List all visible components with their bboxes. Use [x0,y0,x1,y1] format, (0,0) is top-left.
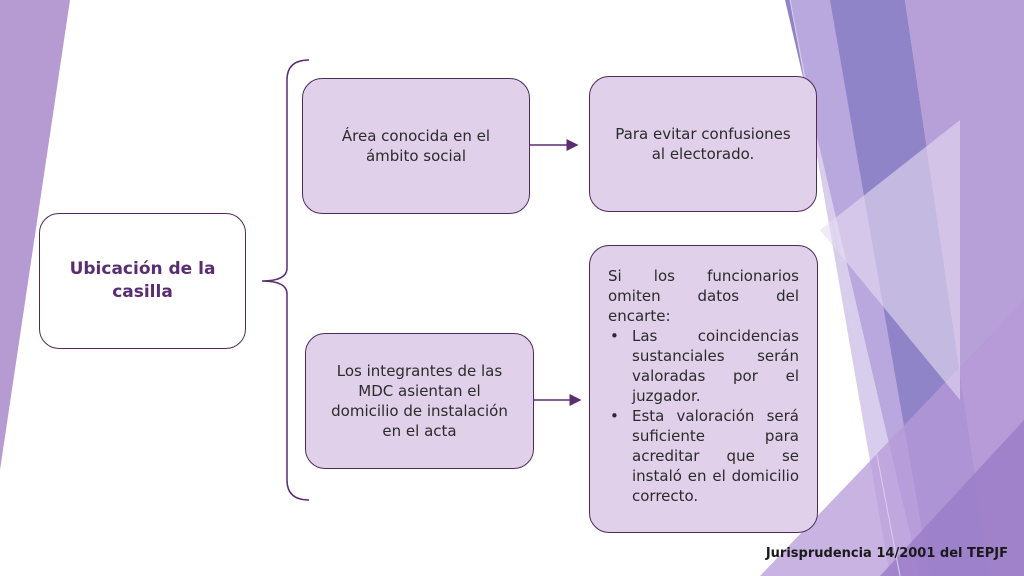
branch-node-area: Área conocida en el ámbito social [302,78,530,214]
detail-bullet: Las coincidencias sustanciales serán val… [610,326,799,406]
root-label: Ubicación de la casilla [69,259,216,302]
result-label-evitar: Para evitar confusiones al electorado. [615,125,791,163]
root-node: Ubicación de la casilla [39,213,246,349]
center-pale-wedge [820,120,960,400]
result-node-evitar: Para evitar confusiones al electorado. [589,76,817,212]
bottom-violet-wedge [880,420,1024,576]
left-purple-band [0,0,70,470]
grouping-bracket [261,59,310,501]
detail-bullet: Esta valoración será suficiente para acr… [610,406,799,506]
branch-label-area: Área conocida en el ámbito social [341,127,491,165]
right-light-band [790,0,930,576]
branch-label-integrantes: Los integrantes de las MDC asientan el d… [331,362,508,440]
detail-node: Si los funcionarios omiten datos del enc… [589,245,818,533]
detail-intro: Si los funcionarios omiten datos del enc… [608,267,799,325]
footer-citation: Jurisprudencia 14/2001 del TEPJF [765,546,1008,561]
branch-node-integrantes: Los integrantes de las MDC asientan el d… [305,333,534,469]
detail-bullet-list: Las coincidencias sustanciales serán val… [608,326,799,506]
